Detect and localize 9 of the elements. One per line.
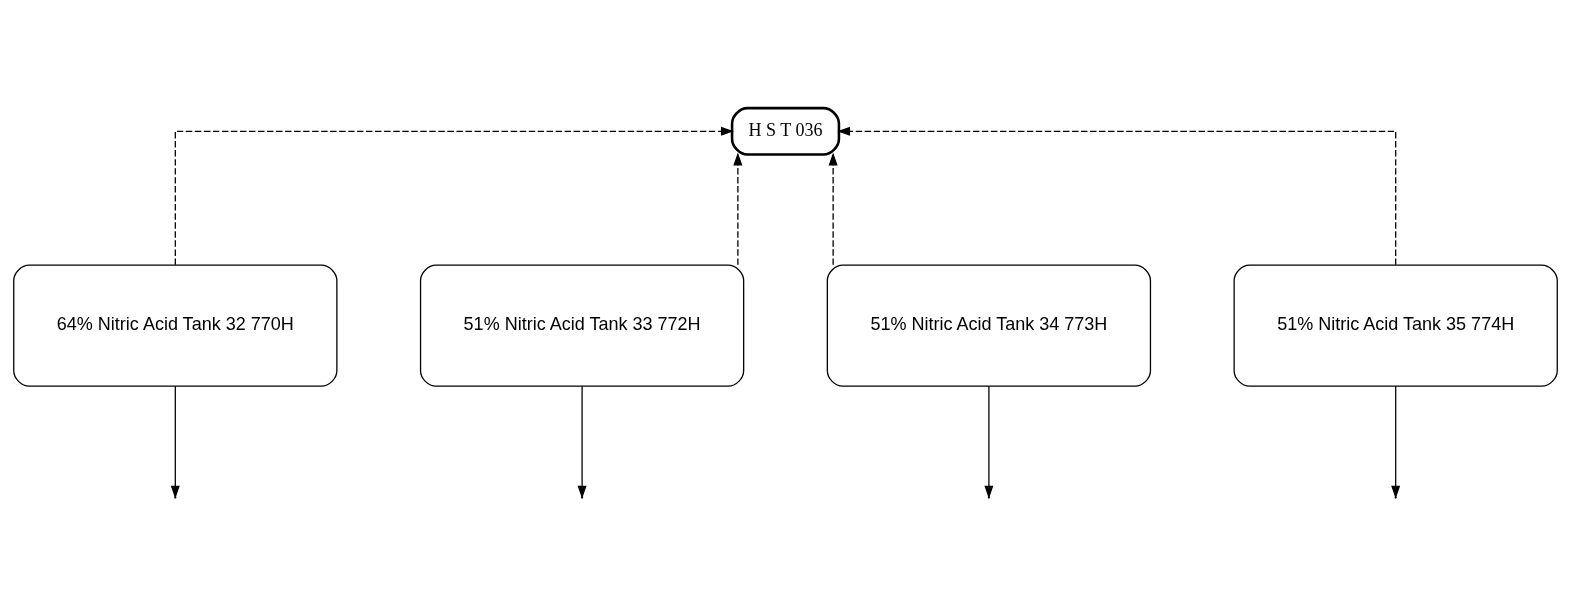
arrow bbox=[828, 152, 838, 265]
node-box: H S T 036 bbox=[730, 106, 841, 156]
arrow bbox=[837, 126, 1397, 265]
arrow bbox=[174, 126, 734, 265]
node-box: 64% Nitric Acid Tank 32 770H bbox=[13, 264, 338, 387]
arrow bbox=[733, 152, 743, 265]
node-box: 51% Nitric Acid Tank 33 772H bbox=[419, 264, 745, 387]
node-box: 51% Nitric Acid Tank 35 774H bbox=[1233, 264, 1558, 387]
node-box: 51% Nitric Acid Tank 34 773H bbox=[826, 264, 1152, 387]
